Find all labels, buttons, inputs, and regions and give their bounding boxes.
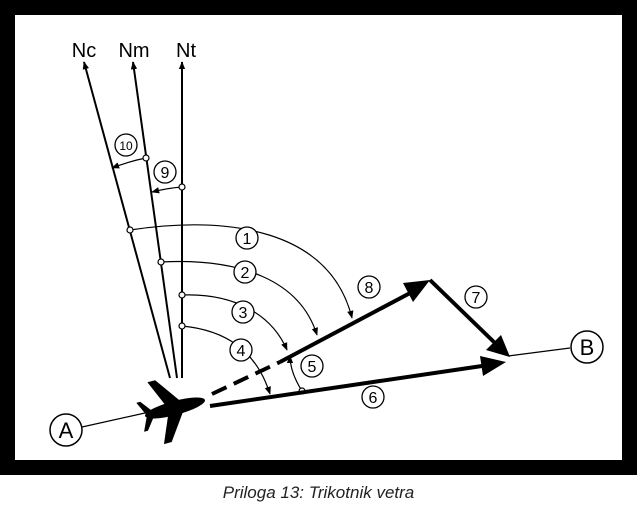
magnetic-north-line bbox=[130, 61, 178, 379]
point-a-label: A bbox=[59, 418, 74, 443]
figure-caption: Priloga 13: Trikotnik vetra bbox=[222, 483, 415, 502]
deviation-dot bbox=[142, 154, 150, 162]
marker-5-label: 5 bbox=[308, 359, 317, 376]
marker-8-label: 8 bbox=[365, 280, 374, 297]
marker-1-label: 1 bbox=[243, 231, 252, 248]
point-a-circle bbox=[49, 413, 83, 447]
nc-label: Nc bbox=[72, 40, 96, 62]
arc-start-dot-1 bbox=[126, 226, 134, 234]
wind-triangle-diagram: Nc Nm Nt bbox=[0, 0, 637, 475]
compass-north-line bbox=[82, 61, 171, 379]
marker-4-label: 4 bbox=[237, 343, 246, 360]
ground-arrowhead bbox=[480, 356, 506, 376]
route-line-left bbox=[81, 412, 146, 428]
wind-arrowhead bbox=[486, 335, 510, 357]
marker-4: 4 bbox=[229, 338, 253, 362]
marker-9-label: 9 bbox=[161, 165, 170, 182]
marker-3-label: 3 bbox=[239, 305, 248, 322]
marker-9: 9 bbox=[153, 160, 177, 184]
wind-vector bbox=[428, 278, 499, 347]
marker-7-label: 7 bbox=[472, 290, 481, 307]
airplane-icon bbox=[136, 380, 205, 445]
marker-8: 8 bbox=[357, 275, 381, 299]
nm-label: Nm bbox=[118, 40, 149, 62]
marker-3: 3 bbox=[231, 300, 255, 324]
compass-heading-arc bbox=[129, 224, 354, 319]
heading-vector bbox=[279, 290, 413, 364]
point-b-label: B bbox=[580, 335, 595, 360]
ground-vector bbox=[209, 364, 483, 408]
marker-7: 7 bbox=[464, 285, 488, 309]
point-b-circle bbox=[570, 330, 604, 364]
route-line-right bbox=[507, 347, 571, 357]
arc-start-dot-4 bbox=[178, 322, 186, 330]
marker-6: 6 bbox=[361, 385, 385, 409]
marker-2-label: 2 bbox=[241, 265, 250, 282]
marker-10-label: 10 bbox=[119, 139, 133, 153]
heading-dashed bbox=[211, 360, 281, 396]
marker-2: 2 bbox=[233, 260, 257, 284]
arc-start-dot-2 bbox=[157, 258, 165, 266]
marker-6-label: 6 bbox=[369, 390, 378, 407]
nt-label: Nt bbox=[176, 40, 196, 62]
variation-dot bbox=[178, 183, 186, 191]
heading-arrowhead bbox=[403, 280, 430, 302]
marker-5: 5 bbox=[300, 354, 324, 378]
marker-1: 1 bbox=[235, 226, 259, 250]
marker-10: 10 bbox=[114, 133, 138, 157]
magnetic-heading-arc bbox=[160, 260, 318, 336]
diagram-border bbox=[0, 0, 637, 475]
arc-start-dot-3 bbox=[178, 291, 186, 299]
